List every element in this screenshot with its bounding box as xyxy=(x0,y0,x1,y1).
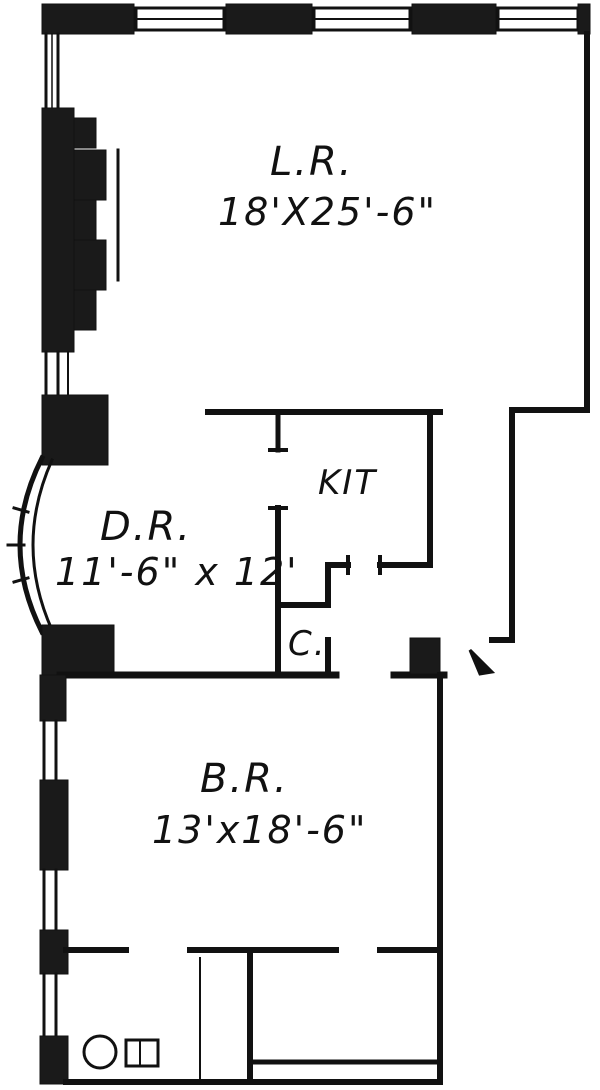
living-room-label: L.R. xyxy=(270,139,354,185)
sink-icon xyxy=(124,1038,160,1068)
bay-window xyxy=(6,454,54,636)
entry-arrow xyxy=(468,648,496,676)
dining-room-label: D.R. xyxy=(100,504,192,550)
dining-room-dims: 11'-6" x 12' xyxy=(55,550,299,594)
living-room-dims: 18'X25'-6" xyxy=(218,190,437,234)
bedroom-dims: 13'x18'-6" xyxy=(152,808,367,852)
bedroom-label: B.R. xyxy=(200,756,289,802)
left-wall-upper xyxy=(41,32,120,466)
kitchen-label: KIT xyxy=(318,463,377,503)
closet-label: C. xyxy=(288,624,327,664)
dr-lower-pier xyxy=(41,624,115,676)
top-wall xyxy=(41,3,591,35)
toilet-icon xyxy=(82,1034,118,1070)
left-wall-lower xyxy=(39,674,69,1085)
